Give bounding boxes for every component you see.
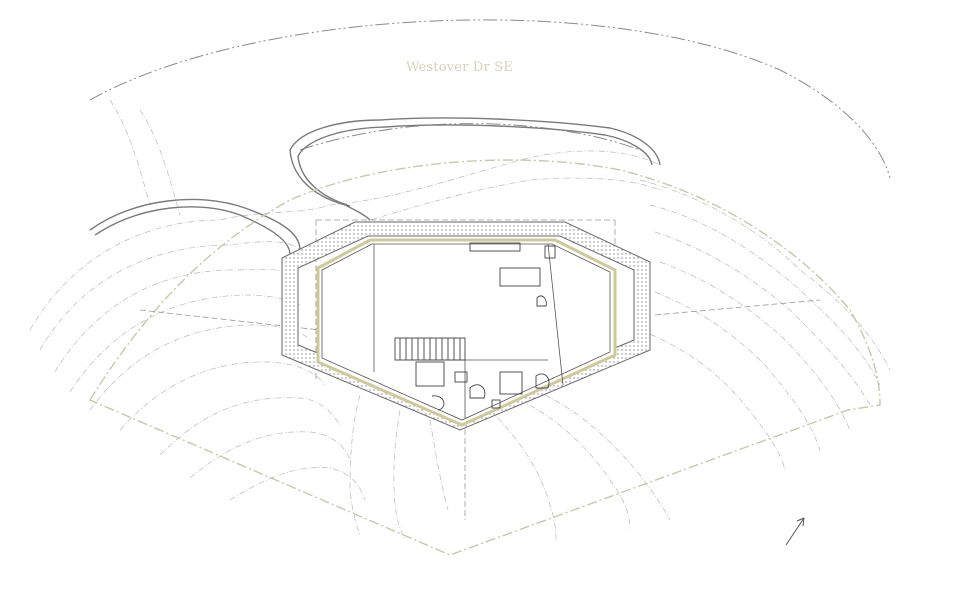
street-name-label: Westover Dr SE (406, 60, 514, 75)
house-footprint (316, 238, 617, 427)
driveway (89, 117, 661, 256)
property-line (88, 159, 881, 556)
interior-fixtures (394, 242, 556, 411)
street-right-of-way (89, 19, 891, 179)
north-arrow-icon (785, 517, 805, 546)
topographic-contours (29, 99, 891, 541)
setback-lines (139, 219, 821, 520)
